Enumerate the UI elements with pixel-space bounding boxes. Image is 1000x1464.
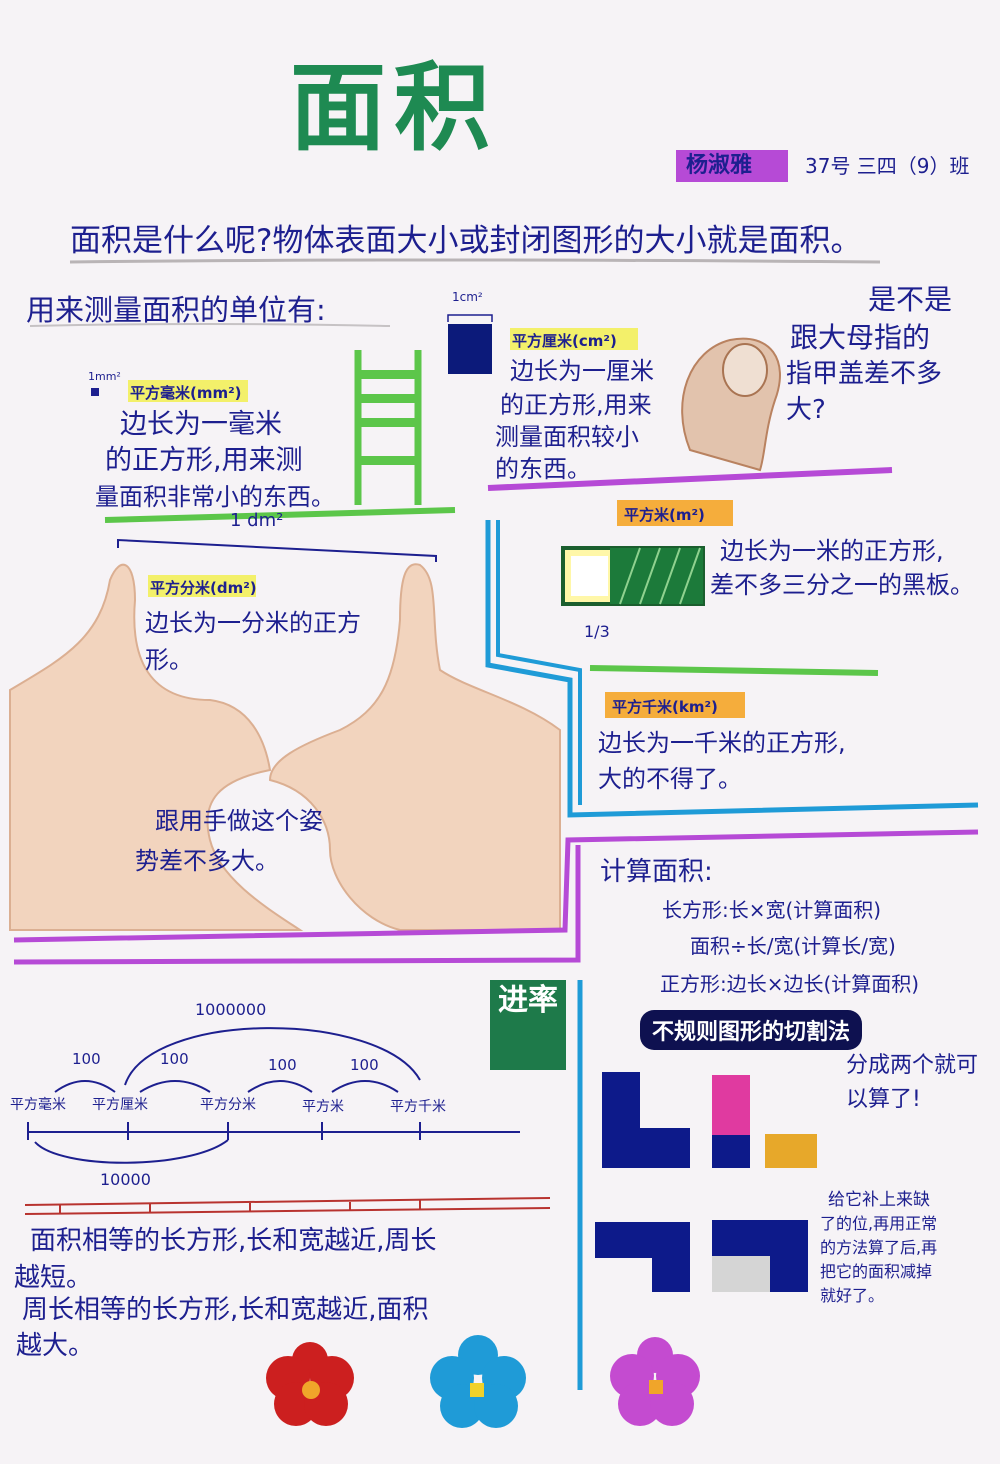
hands-note-line2: 势差不多大。 — [135, 847, 279, 875]
cm2-label: 平方厘米(cm²) — [512, 332, 617, 350]
thumb-note-line1: 是不是 — [868, 283, 953, 316]
m2-desc-line2: 差不多三分之一的黑板。 — [710, 571, 974, 599]
hands-drawing — [9, 563, 561, 931]
ladder-drawing — [354, 350, 422, 505]
note-line1: 面积相等的长方形,长和宽越近,周长 — [30, 1226, 437, 1256]
thumb-note-line2: 跟大母指的 — [790, 321, 931, 354]
mm2-label-highlight — [128, 380, 248, 402]
flower-red-drawing — [266, 1342, 354, 1426]
thumb-note-line4: 大? — [786, 395, 826, 425]
note-line2: 越短。 — [14, 1263, 93, 1293]
dm2-bracket-label: 1 dm² — [230, 510, 284, 531]
calc-line-square: 正方形:边长×边长(计算面积) — [660, 972, 920, 996]
poster-title: 面积 — [290, 51, 498, 164]
rate-unit-m2: 平方米 — [302, 1099, 344, 1115]
irregular-shapes — [595, 1072, 817, 1292]
flower-purple-drawing — [610, 1337, 700, 1426]
rate-unit-cm2: 平方厘米 — [92, 1097, 148, 1113]
irregular-note2-line4: 把它的面积减掉 — [820, 1262, 933, 1281]
rate-step-4: 100 — [350, 1056, 379, 1074]
irregular-note2-line5: 就好了。 — [820, 1286, 885, 1305]
calc-line-inverse: 面积÷长/宽(计算长/宽) — [690, 934, 896, 958]
irregular-note2-line1: 给它补上来缺 — [828, 1190, 930, 1210]
irregular-banner: 不规则图形的切割法 — [640, 1010, 863, 1050]
rate-unit-dm2: 平方分米 — [200, 1097, 256, 1113]
cm2-label-highlight — [510, 328, 638, 350]
author-name: 杨淑雅 — [686, 153, 753, 178]
cm2-icon-label: 1cm² — [452, 290, 483, 304]
mm2-icon-label: 1mm² — [88, 370, 121, 383]
cm2-desc-line2: 的正方形,用来 — [500, 391, 652, 419]
rate-step-2: 100 — [160, 1050, 189, 1068]
cm2-desc-line4: 的东西。 — [495, 455, 591, 483]
cm2-desc-line1: 边长为一厘米 — [510, 357, 654, 385]
rate-big-top: 1000000 — [195, 1000, 267, 1019]
rate-unit-mm2: 平方毫米 — [10, 1097, 66, 1113]
hands-note-line1: 跟用手做这个姿 — [155, 807, 323, 835]
calc-line-rectangle: 长方形:长×宽(计算面积) — [662, 898, 882, 922]
flower-blue-drawing — [430, 1335, 526, 1428]
dm2-label: 平方分米(dm²) — [150, 579, 257, 597]
thumb-note-line3: 指甲盖差不多 — [786, 359, 943, 389]
irregular-note2-line3: 的方法算了后,再 — [820, 1238, 938, 1257]
dm2-desc-line2: 形。 — [145, 646, 193, 674]
km2-desc-line1: 边长为一千米的正方形, — [598, 729, 846, 757]
rate-number-line — [27, 1027, 520, 1164]
thumb-drawing — [681, 337, 781, 472]
km2-desc-line2: 大的不得了。 — [598, 765, 742, 793]
mm2-square-icon — [91, 388, 99, 396]
m2-label-highlight — [617, 500, 733, 526]
cm2-desc-line3: 测量面积较小 — [495, 423, 639, 451]
m2-fraction: 1/3 — [584, 622, 610, 641]
rate-badge: 进率 — [490, 980, 566, 1070]
calc-heading: 计算面积: — [600, 857, 713, 887]
author-class: 37号 三四（9）班 — [805, 154, 970, 178]
irregular-note1-line2: 以算了! — [846, 1087, 921, 1112]
blackboard-drawing — [561, 546, 705, 606]
note-line3: 周长相等的长方形,长和宽越近,面积 — [22, 1295, 429, 1325]
irregular-note1-line1: 分成两个就可 — [846, 1053, 979, 1078]
author-highlight — [676, 150, 788, 182]
m2-desc-line1: 边长为一米的正方形, — [720, 537, 944, 565]
irregular-note2-line2: 了的位,再用正常 — [820, 1214, 938, 1233]
rate-big-bottom: 10000 — [100, 1170, 151, 1189]
rate-unit-km2: 平方千米 — [390, 1099, 446, 1115]
units-heading: 用来测量面积的单位有: — [26, 293, 326, 327]
dm2-desc-line1: 边长为一分米的正方 — [145, 609, 361, 637]
intro-text: 面积是什么呢?物体表面大小或封闭图形的大小就是面积。 — [70, 223, 862, 259]
km2-label: 平方千米(km²) — [612, 698, 718, 716]
rate-step-1: 100 — [72, 1050, 101, 1068]
mm2-desc-line1: 边长为一毫米 — [120, 409, 282, 440]
mm2-desc-line2: 的正方形,用来测 — [105, 445, 303, 476]
dm2-label-highlight — [148, 575, 256, 597]
m2-label: 平方米(m²) — [624, 506, 705, 524]
mm2-label: 平方毫米(mm²) — [130, 384, 242, 402]
mm2-desc-line3: 量面积非常小的东西。 — [95, 483, 335, 511]
km2-label-highlight — [605, 692, 745, 718]
rate-step-3: 100 — [268, 1056, 297, 1074]
note-line4: 越大。 — [16, 1331, 95, 1361]
